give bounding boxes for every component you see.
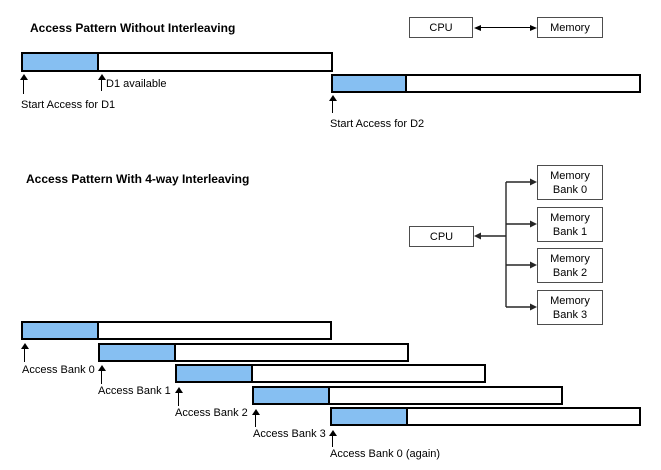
timeline-bar-bank0-again-access-segment bbox=[332, 409, 408, 424]
timeline-bar-bank0-again bbox=[330, 407, 641, 426]
timeline-bar-bank2-access-segment bbox=[177, 366, 253, 381]
memory-bank-0-box: Memory Bank 0 bbox=[537, 165, 603, 200]
timeline-bar-bank3 bbox=[252, 386, 563, 405]
cpu-memory-arrow bbox=[474, 23, 537, 32]
memory-bank-0-line1: Memory bbox=[550, 169, 590, 182]
access-bank0-again-label: Access Bank 0 (again) bbox=[330, 448, 441, 460]
timeline-bar-bank0 bbox=[21, 321, 332, 340]
timeline-bar-d1 bbox=[21, 52, 333, 72]
timeline-bar-d2 bbox=[331, 74, 641, 93]
timeline-bar-bank3-access-segment bbox=[254, 388, 330, 403]
cpu-banks-connector bbox=[474, 178, 537, 311]
cpu-box-interleaved-label: CPU bbox=[429, 230, 454, 243]
timeline-bar-bank1 bbox=[98, 343, 409, 362]
memory-bank-0-line2: Bank 0 bbox=[552, 183, 588, 196]
access-bank0-label: Access Bank 0 bbox=[22, 364, 95, 376]
timeline-bar-bank2 bbox=[175, 364, 486, 383]
d1-available-label: D1 available bbox=[106, 78, 167, 90]
access-bank1-label: Access Bank 1 bbox=[98, 385, 171, 397]
start-d2-arrow-icon bbox=[328, 95, 337, 113]
memory-bank-1-line2: Bank 1 bbox=[552, 225, 588, 238]
access-bank3-label: Access Bank 3 bbox=[253, 428, 326, 440]
access-bank2-arrow-icon bbox=[174, 387, 183, 406]
cpu-box: CPU bbox=[409, 17, 473, 38]
memory-box: Memory bbox=[537, 17, 603, 38]
memory-bank-1-line1: Memory bbox=[550, 211, 590, 224]
start-d1-arrow-icon bbox=[19, 74, 28, 94]
memory-box-label: Memory bbox=[550, 21, 590, 34]
bank0-arrowhead-icon bbox=[530, 178, 537, 186]
timeline-bar-d2-access-segment bbox=[333, 76, 407, 91]
start-d1-label: Start Access for D1 bbox=[21, 99, 116, 111]
cpu-box-interleaved: CPU bbox=[409, 226, 474, 247]
arrow-left-head-icon bbox=[474, 24, 481, 31]
memory-bank-2-line1: Memory bbox=[550, 252, 590, 265]
start-d2-label: Start Access for D2 bbox=[330, 118, 425, 130]
timeline-bar-d1-access-segment bbox=[23, 54, 99, 70]
cpu-arrowhead-icon bbox=[474, 232, 481, 240]
cpu-box-label: CPU bbox=[429, 21, 453, 34]
access-bank2-label: Access Bank 2 bbox=[175, 407, 248, 419]
memory-bank-2-box: Memory Bank 2 bbox=[537, 248, 603, 283]
timeline-bar-bank1-access-segment bbox=[100, 345, 176, 360]
section-title-without-interleaving: Access Pattern Without Interleaving bbox=[30, 21, 236, 35]
memory-bank-3-line1: Memory bbox=[550, 294, 590, 307]
access-bank0-again-arrow-icon bbox=[328, 430, 337, 447]
section-title-with-interleaving: Access Pattern With 4-way Interleaving bbox=[26, 172, 250, 186]
bank3-arrowhead-icon bbox=[530, 303, 537, 311]
timeline-bar-bank0-access-segment bbox=[23, 323, 99, 338]
memory-bank-2-line2: Bank 2 bbox=[552, 266, 588, 279]
access-bank1-arrow-icon bbox=[97, 365, 106, 384]
d1-available-arrow-icon bbox=[97, 74, 106, 91]
bank1-arrowhead-icon bbox=[530, 220, 537, 228]
memory-bank-1-box: Memory Bank 1 bbox=[537, 207, 603, 242]
access-bank0-arrow-icon bbox=[20, 343, 29, 362]
memory-bank-3-box: Memory Bank 3 bbox=[537, 290, 603, 325]
access-bank3-arrow-icon bbox=[251, 409, 260, 427]
arrow-right-head-icon bbox=[530, 24, 537, 31]
bank2-arrowhead-icon bbox=[530, 261, 537, 269]
memory-bank-3-line2: Bank 3 bbox=[552, 308, 588, 321]
